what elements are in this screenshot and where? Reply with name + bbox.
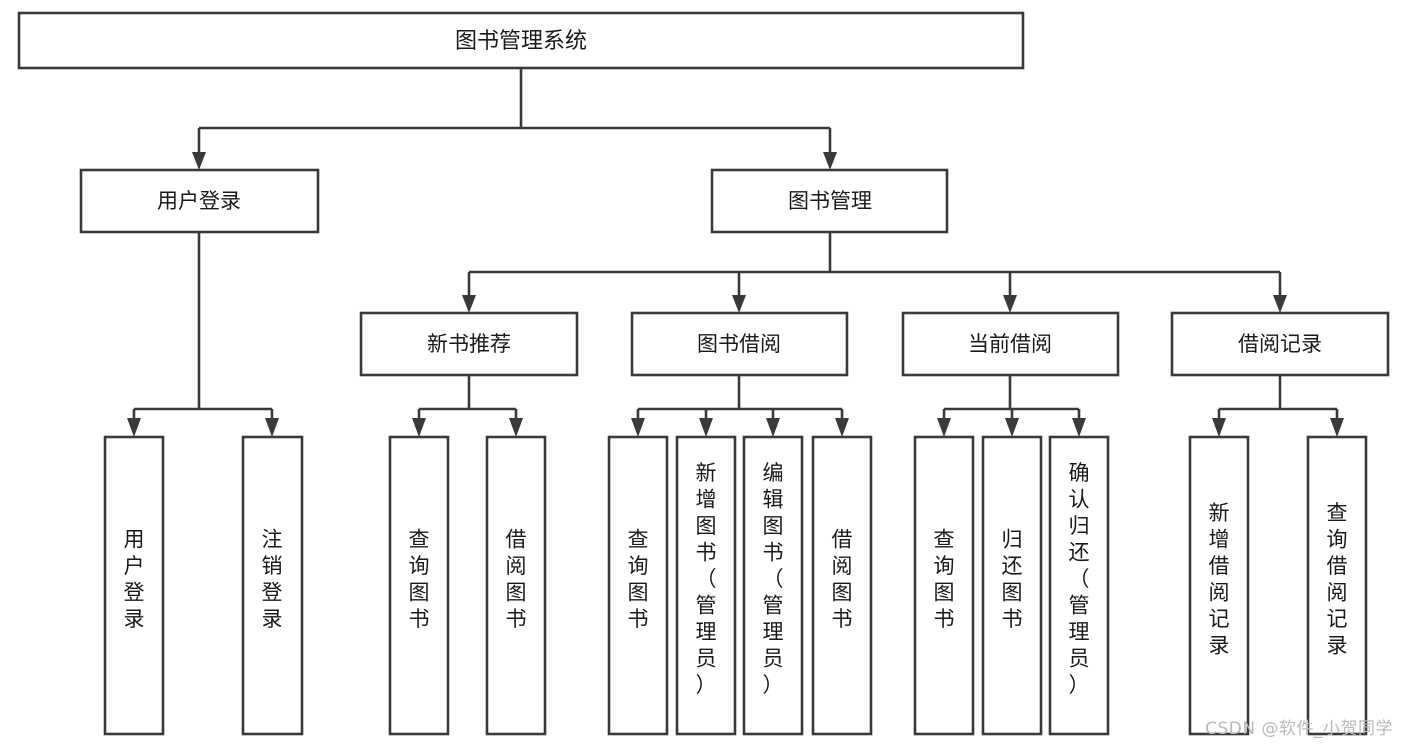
csdn-watermark: CSDN @软件_小贺同学 bbox=[1205, 719, 1393, 739]
arrowhead-borrow bbox=[732, 295, 746, 313]
node-book-management-label: 图书管理 bbox=[788, 189, 872, 213]
arrowhead-current-l3 bbox=[1072, 418, 1086, 437]
leaf-box-edit-book-admin[interactable] bbox=[742, 435, 804, 736]
leaf-node[interactable]: 新增图书（管理员） bbox=[675, 435, 737, 736]
leaf-label-query-book-2: 查询图书 bbox=[628, 527, 649, 631]
leaf-label-borrow-book-2: 借阅图书 bbox=[832, 527, 853, 631]
leaf-label-logout: 注销登录 bbox=[262, 527, 283, 631]
leaf-label-query-book-1: 查询图书 bbox=[409, 527, 430, 631]
leaf-box-query-book-3[interactable] bbox=[913, 435, 975, 736]
leaf-node[interactable]: 新增借阅记录 bbox=[1188, 435, 1250, 736]
arrowhead-userlogin-l1 bbox=[127, 418, 141, 437]
leaf-box-logout[interactable] bbox=[241, 435, 304, 736]
leaf-box-borrow-book-1[interactable] bbox=[485, 435, 547, 736]
arrowhead-current-borrow bbox=[1003, 295, 1017, 313]
node-new-book-recommend-label: 新书推荐 bbox=[427, 332, 511, 356]
leaf-box-query-borrow-record[interactable] bbox=[1306, 435, 1368, 736]
leaf-label-query-book-3: 查询图书 bbox=[934, 527, 955, 631]
node-new-book-recommend[interactable]: 新书推荐 bbox=[359, 311, 579, 377]
node-book-borrow[interactable]: 图书借阅 bbox=[630, 311, 849, 377]
arrowhead-current-l2 bbox=[1005, 418, 1019, 437]
node-root-label: 图书管理系统 bbox=[455, 29, 587, 54]
node-current-borrow[interactable]: 当前借阅 bbox=[901, 311, 1120, 377]
leaf-node[interactable]: 查询借阅记录 bbox=[1306, 435, 1368, 736]
arrowhead-newbook bbox=[462, 295, 476, 313]
node-current-borrow-label: 当前借阅 bbox=[968, 332, 1052, 356]
leaf-label-borrow-book-1: 借阅图书 bbox=[506, 527, 527, 631]
leaf-box-user-login[interactable] bbox=[103, 435, 165, 736]
leaf-node[interactable]: 确认归还（管理员） bbox=[1048, 435, 1110, 736]
arrowhead-record-l2 bbox=[1330, 418, 1344, 437]
arrowhead-user-login bbox=[192, 152, 206, 170]
arrowhead-borrow-l4 bbox=[835, 418, 849, 437]
arrowhead-borrow-record bbox=[1273, 295, 1287, 313]
leaf-label-add-book-admin: 新增图书（管理员） bbox=[696, 461, 717, 697]
node-book-borrow-box[interactable] bbox=[630, 311, 849, 377]
arrowhead-newbook-l1 bbox=[412, 418, 426, 437]
node-new-book-recommend-box[interactable] bbox=[359, 311, 579, 377]
leaf-node[interactable]: 借阅图书 bbox=[485, 435, 547, 736]
leaf-node[interactable]: 编辑图书（管理员） bbox=[742, 435, 804, 736]
leaf-box-borrow-book-2[interactable] bbox=[811, 435, 873, 736]
node-borrow-record-box[interactable] bbox=[1170, 311, 1390, 377]
node-user-login[interactable]: 用户登录 bbox=[79, 168, 320, 234]
arrowhead-newbook-l2 bbox=[509, 418, 523, 437]
arrowhead-book-mgmt bbox=[823, 152, 837, 170]
leaf-node[interactable]: 用户登录 bbox=[103, 435, 165, 736]
arrowhead-current-l1 bbox=[937, 418, 951, 437]
connector-layer bbox=[127, 68, 1344, 437]
node-root-box[interactable] bbox=[17, 11, 1025, 70]
leaf-label-return-book: 归还图书 bbox=[1002, 527, 1023, 631]
arrowhead-borrow-l3 bbox=[766, 418, 780, 437]
leaf-node[interactable]: 归还图书 bbox=[981, 435, 1043, 736]
node-user-login-label: 用户登录 bbox=[157, 189, 241, 213]
leaf-node[interactable]: 查询图书 bbox=[607, 435, 669, 736]
node-root-system[interactable]: 图书管理系统 bbox=[17, 11, 1025, 70]
leaf-box-query-book-1[interactable] bbox=[388, 435, 450, 736]
node-book-management[interactable]: 图书管理 bbox=[710, 168, 949, 234]
leaf-node[interactable]: 查询图书 bbox=[388, 435, 450, 736]
leaf-node[interactable]: 查询图书 bbox=[913, 435, 975, 736]
node-user-login-box[interactable] bbox=[79, 168, 320, 234]
leaf-box-confirm-return-admin[interactable] bbox=[1048, 435, 1110, 736]
node-borrow-record[interactable]: 借阅记录 bbox=[1170, 311, 1390, 377]
node-book-management-box[interactable] bbox=[710, 168, 949, 234]
leaf-label-edit-book-admin: 编辑图书（管理员） bbox=[763, 461, 784, 697]
leaf-box-add-book-admin[interactable] bbox=[675, 435, 737, 736]
leaf-box-query-book-2[interactable] bbox=[607, 435, 669, 736]
leaf-box-add-borrow-record[interactable] bbox=[1188, 435, 1250, 736]
leaf-label-user-login: 用户登录 bbox=[124, 527, 145, 631]
arrowhead-borrow-l2 bbox=[699, 418, 713, 437]
leaf-label-query-borrow-record: 查询借阅记录 bbox=[1327, 501, 1348, 658]
arrowhead-record-l1 bbox=[1212, 418, 1226, 437]
node-borrow-record-label: 借阅记录 bbox=[1238, 332, 1322, 356]
leaf-label-confirm-return-admin: 确认归还（管理员） bbox=[1069, 461, 1090, 697]
leaf-node[interactable]: 注销登录 bbox=[241, 435, 304, 736]
arrowhead-userlogin-l2 bbox=[265, 418, 279, 437]
leaf-node[interactable]: 借阅图书 bbox=[811, 435, 873, 736]
node-current-borrow-box[interactable] bbox=[901, 311, 1120, 377]
leaf-layer: 用户登录 注销登录 查询图书 借阅图书 查询图书 新增图书（管理员） bbox=[103, 435, 1368, 736]
leaf-box-return-book[interactable] bbox=[981, 435, 1043, 736]
leaf-label-add-borrow-record: 新增借阅记录 bbox=[1209, 501, 1230, 658]
node-book-borrow-label: 图书借阅 bbox=[697, 332, 781, 356]
arrowhead-borrow-l1 bbox=[631, 418, 645, 437]
